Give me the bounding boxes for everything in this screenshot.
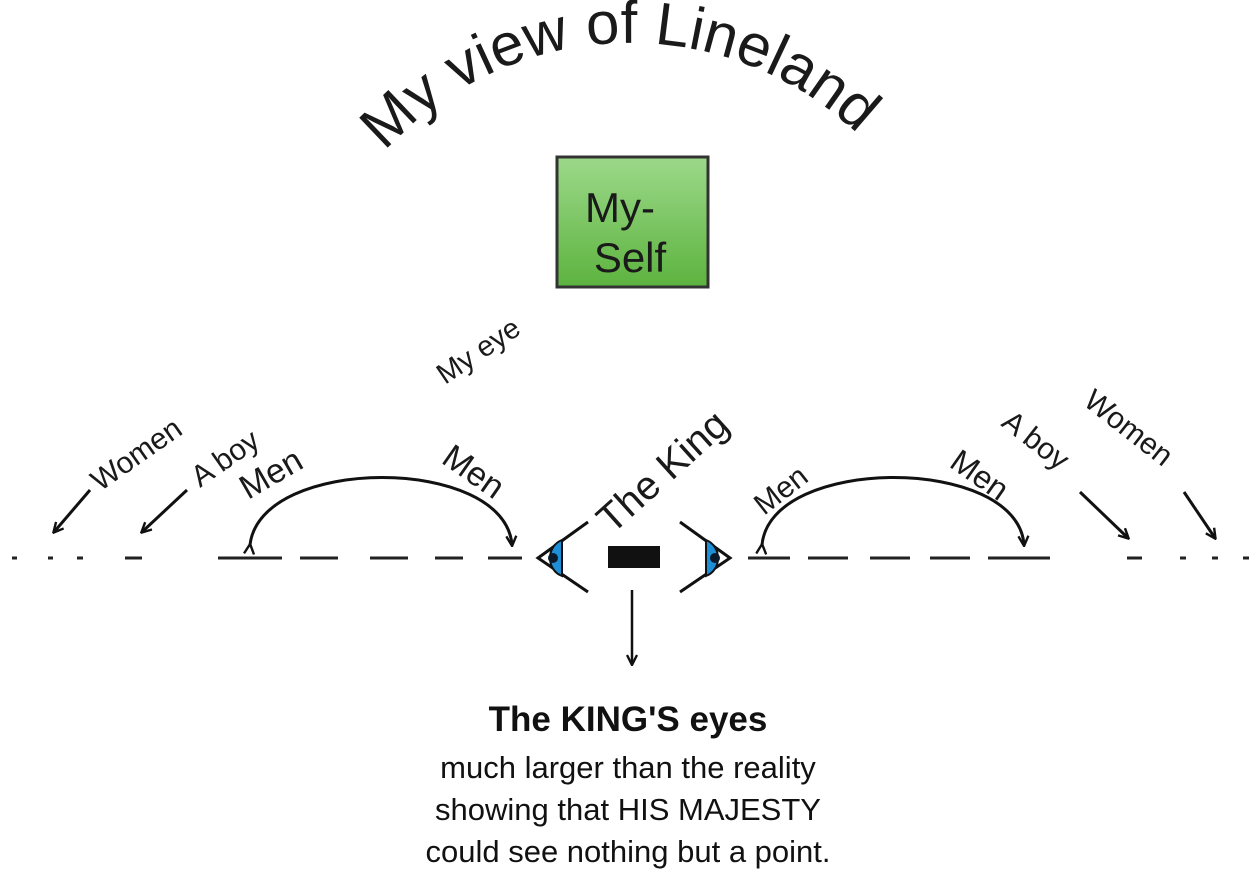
left-women-arrow	[54, 489, 92, 532]
caption-heading: The KING'S eyes	[488, 700, 768, 739]
king-label: The King	[589, 402, 737, 542]
diagram-title: My view of Lineland	[347, 0, 893, 160]
left-men-curved-arrow	[250, 476, 512, 546]
king-left-eye-icon	[535, 520, 589, 594]
caption-line-1: much larger than the reality	[440, 750, 816, 785]
left-boy-arrow	[142, 488, 189, 532]
myself-label-line2: Self	[594, 234, 667, 281]
right-boy-label: A boy	[996, 405, 1075, 477]
king-segment	[608, 546, 660, 568]
right-men-outer-label: Men	[944, 442, 1016, 507]
lineland-diagram: My view of Lineland My- Self My eye The …	[12, 0, 1249, 700]
left-women-label: Women	[85, 412, 188, 498]
king-right-eye-icon	[679, 520, 733, 594]
caption-line-2: showing that HIS MAJESTY	[435, 792, 821, 827]
myself-box: My- Self	[555, 155, 710, 289]
right-men-curved-arrow	[762, 476, 1024, 546]
right-women-label: Women	[1078, 384, 1179, 473]
right-women-arrow	[1182, 491, 1215, 538]
caption-line-3: could see nothing but a point.	[425, 834, 831, 869]
right-men-inner-label: Men	[748, 460, 814, 522]
right-boy-arrow	[1078, 490, 1128, 538]
myself-label-line1: My-	[585, 184, 655, 231]
my-eye-label: My eye	[431, 312, 526, 391]
